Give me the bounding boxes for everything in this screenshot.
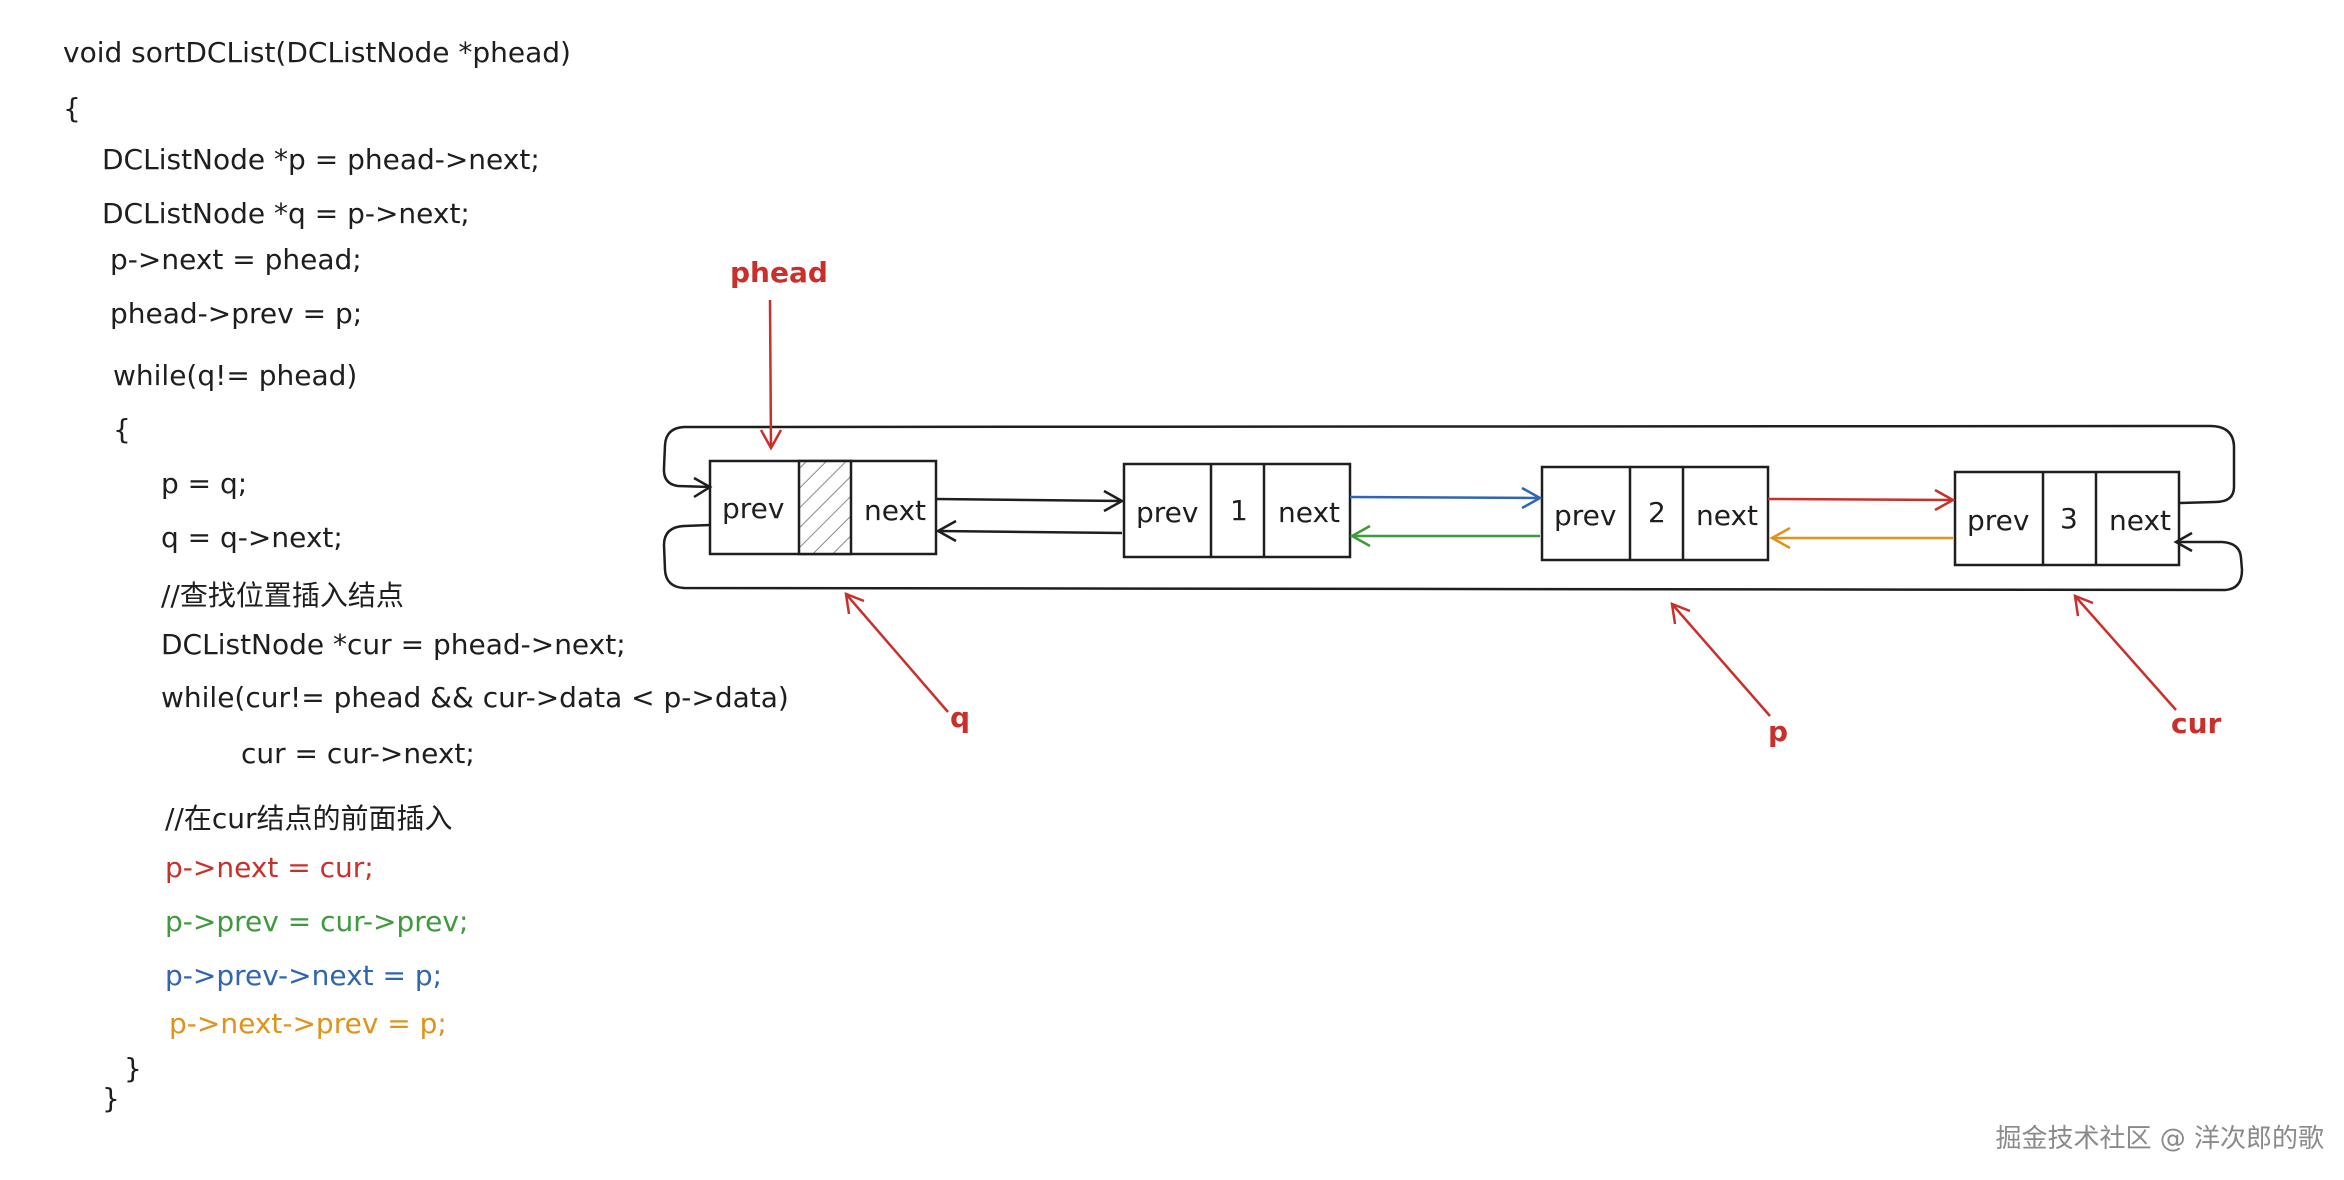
code-line-red: p->next = cur; (165, 851, 374, 884)
code-line: cur = cur->next; (241, 737, 475, 770)
pointer-label: phead (730, 256, 828, 289)
node-data-value: 1 (1230, 494, 1248, 527)
pointer-label: cur (2171, 707, 2222, 740)
node-prev-label: prev (1554, 499, 1616, 532)
code-line: //查找位置插入结点 (161, 579, 404, 612)
node-prev-label: prev (722, 492, 784, 525)
node-prev-label: prev (1967, 504, 2029, 537)
code-line-orange: p->next->prev = p; (169, 1007, 447, 1040)
code-line: } (124, 1052, 142, 1085)
node-data-value: 2 (1648, 496, 1666, 529)
pointer-p: p (1670, 602, 1788, 748)
code-line-blue: p->prev->next = p; (165, 959, 443, 992)
node-next-label: next (1278, 496, 1340, 529)
code-line: phead->prev = p; (110, 297, 363, 330)
code-line: } (102, 1082, 120, 1115)
link-node2-node3 (1767, 488, 1956, 550)
node-prev-label: prev (1136, 496, 1198, 529)
node-data-cell-hatched (797, 459, 853, 556)
pointer-q: q (844, 592, 970, 734)
code-line: p->next = phead; (110, 243, 362, 276)
watermark: 掘金技术社区 @ 洋次郎的歌 (1995, 1124, 2324, 1154)
pointer-label: q (950, 701, 970, 734)
node-data-value: 3 (2060, 502, 2078, 535)
circular-link-loop-lower (662, 523, 2244, 592)
list-node-2: prev 2 next (1540, 465, 1770, 562)
pointer-label: p (1768, 715, 1788, 748)
pointer-cur: cur (2073, 594, 2222, 740)
code-line: p = q; (161, 467, 248, 500)
list-node-head: prev next (708, 459, 938, 556)
list-node-1: prev 1 next (1122, 462, 1352, 559)
node-next-label: next (1696, 499, 1758, 532)
code-line: //在cur结点的前面插入 (165, 802, 453, 835)
node-next-label: next (864, 494, 926, 527)
code-line: while(q!= phead) (113, 359, 358, 392)
code-line: DCListNode *cur = phead->next; (161, 628, 626, 661)
node-next-label: next (2109, 504, 2171, 537)
pointer-phead: phead (730, 256, 828, 451)
link-head-node1 (935, 489, 1125, 543)
arrowhead-icon (2173, 531, 2193, 553)
code-line-green: p->prev = cur->prev; (165, 905, 469, 938)
code-line: void sortDCList(DCListNode *phead) (63, 36, 571, 69)
list-node-3: prev 3 next (1953, 470, 2181, 567)
code-line: DCListNode *p = phead->next; (102, 143, 540, 176)
code-line: DCListNode *q = p->next; (102, 197, 470, 230)
code-line: q = q->next; (161, 521, 343, 554)
circular-link-loop (662, 424, 2236, 505)
code-line: { (63, 92, 81, 125)
code-line: { (113, 413, 131, 446)
link-node1-node2 (1349, 486, 1543, 548)
code-line: while(cur!= phead && cur->data < p->data… (161, 681, 789, 714)
